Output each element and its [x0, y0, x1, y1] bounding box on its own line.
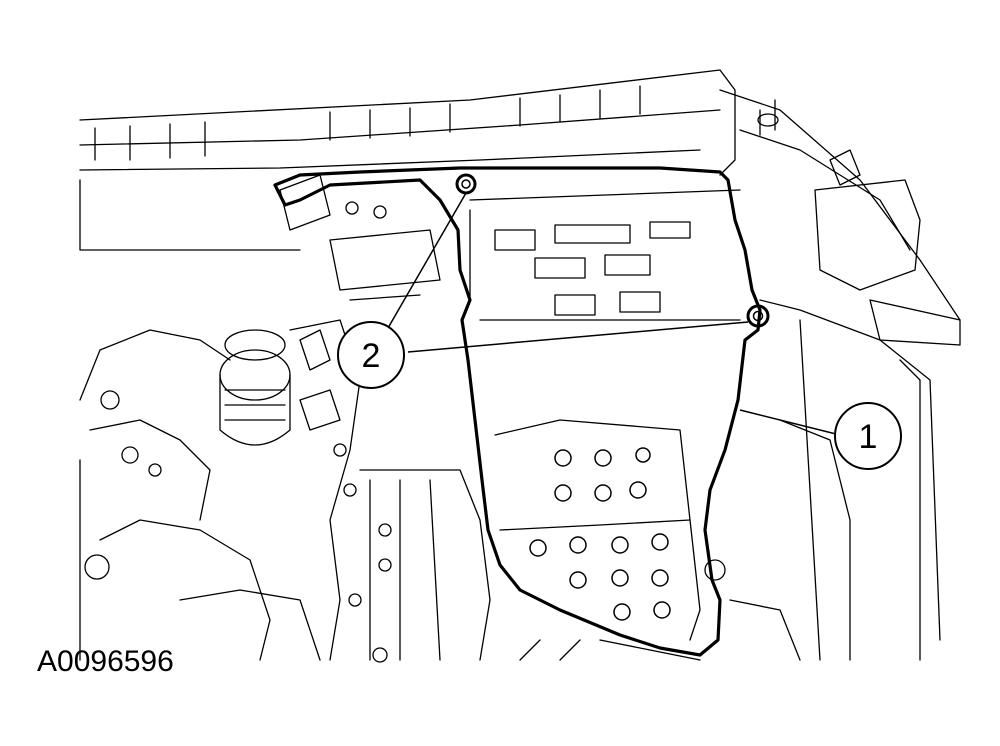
fastener-upper — [455, 173, 477, 195]
engine-bay-background — [79, 69, 961, 663]
callout-1-label: 1 — [859, 418, 878, 456]
fastener-right — [746, 304, 770, 328]
callout-2: 2 — [337, 321, 405, 389]
callout-1: 1 — [834, 402, 902, 470]
callout-leaders — [387, 192, 837, 435]
figure-id: A0096596 — [37, 645, 174, 678]
splash-shield — [273, 166, 762, 657]
callout-2-label: 2 — [362, 337, 381, 375]
